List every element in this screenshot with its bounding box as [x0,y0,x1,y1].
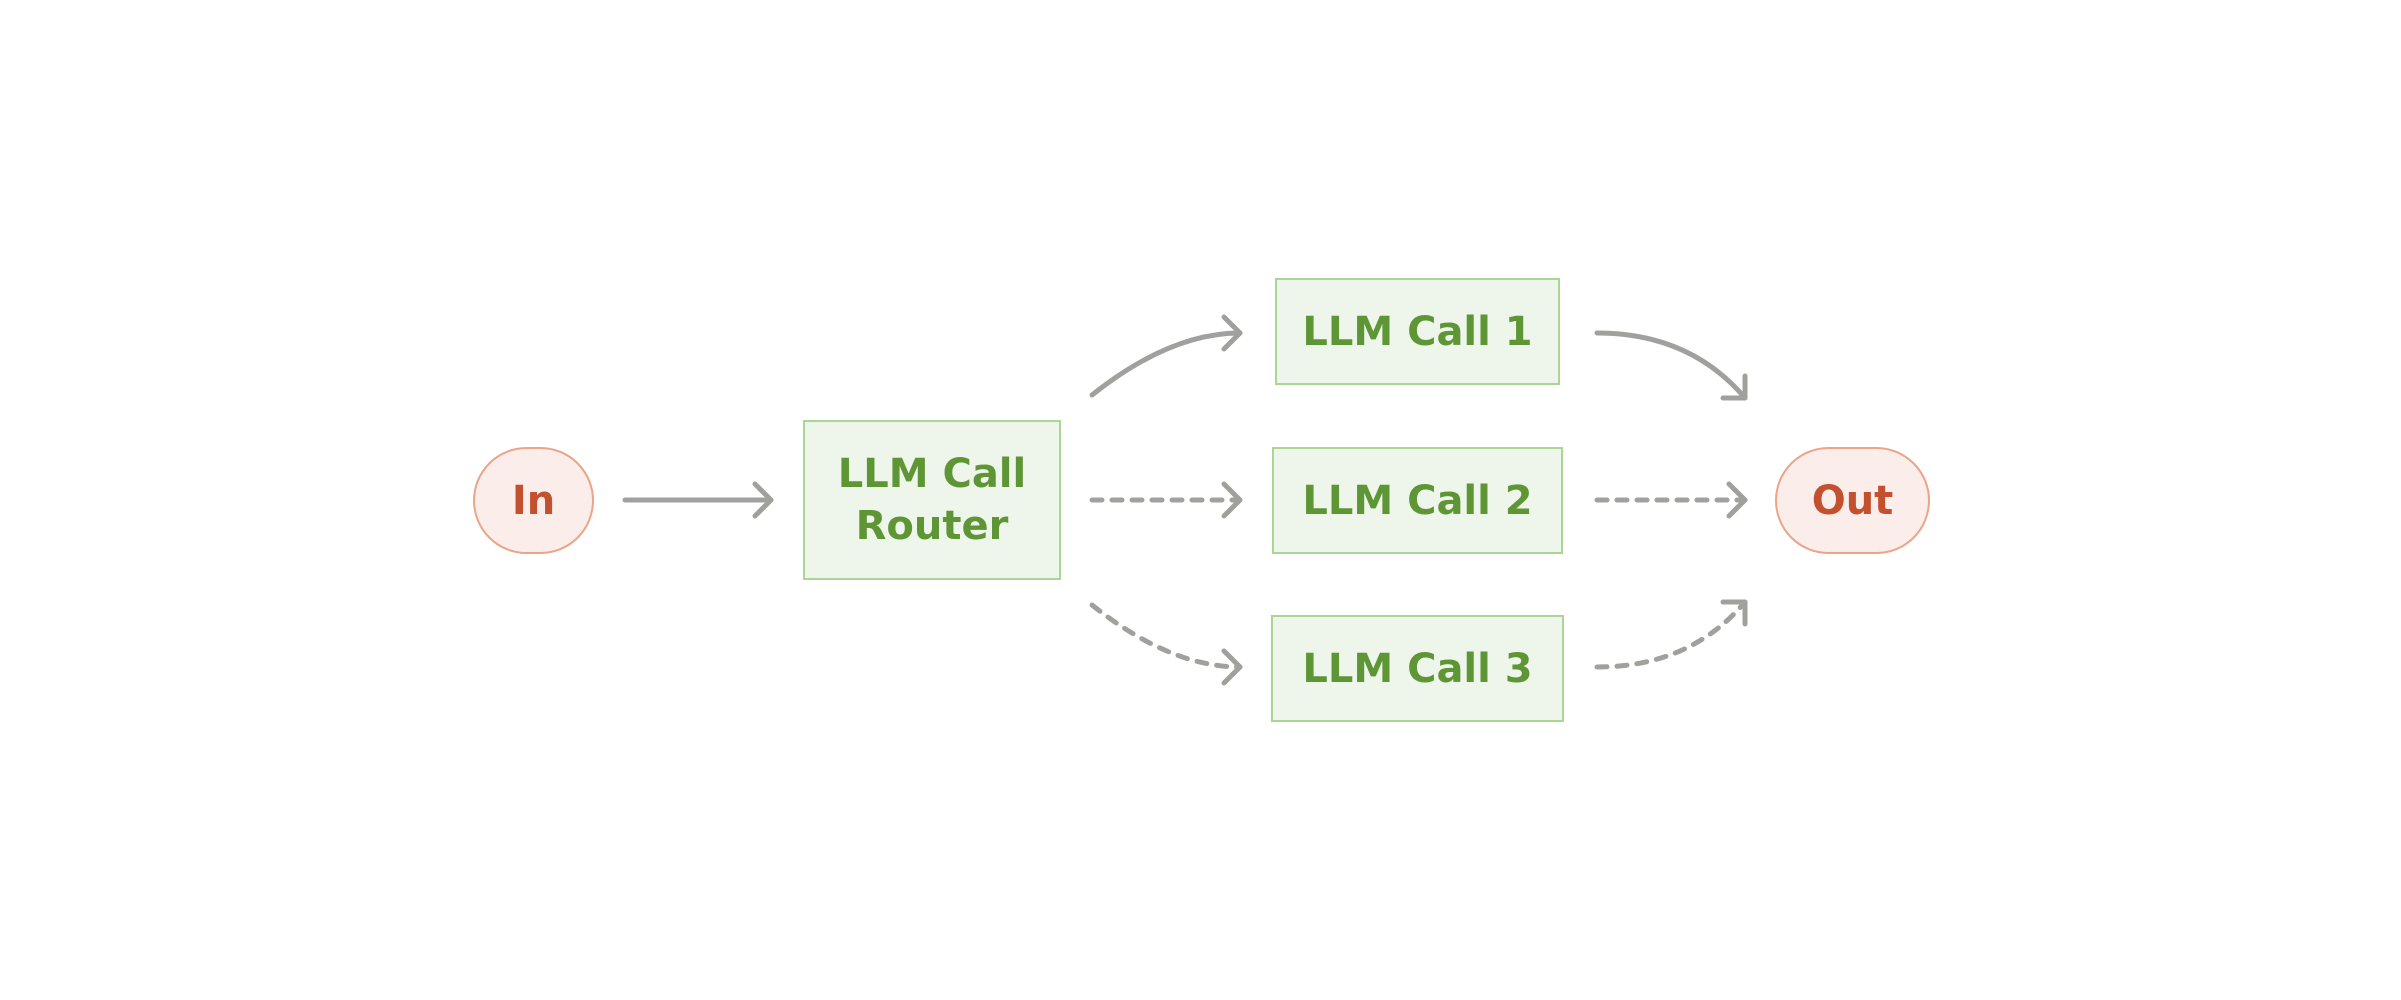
arrow-router-to-call-2 [1089,481,1243,519]
router-node: LLM Call Router [803,420,1061,580]
arrow-call-1-to-out [1594,330,1748,401]
arrow-in-to-router [622,481,774,519]
llm-call-1-label: LLM Call 1 [1302,308,1533,355]
llm-call-1-node: LLM Call 1 [1275,278,1560,385]
arrow-call-2-to-out [1594,481,1748,519]
llm-call-2-label: LLM Call 2 [1302,477,1533,524]
output-node: Out [1775,447,1930,554]
arrow-router-to-call-1 [1089,314,1243,398]
arrow-router-to-call-3 [1089,602,1243,686]
router-label-line-2: Router [855,503,1009,549]
output-node-label: Out [1811,477,1894,524]
router-node-label: LLM Call Router [838,448,1026,552]
router-label-line-1: LLM Call [837,451,1027,497]
arrow-call-3-to-out [1594,599,1748,670]
llm-call-2-node: LLM Call 2 [1272,447,1563,554]
input-node-label: In [511,477,556,524]
llm-call-3-label: LLM Call 3 [1302,645,1533,692]
llm-call-3-node: LLM Call 3 [1271,615,1564,722]
input-node: In [473,447,594,554]
